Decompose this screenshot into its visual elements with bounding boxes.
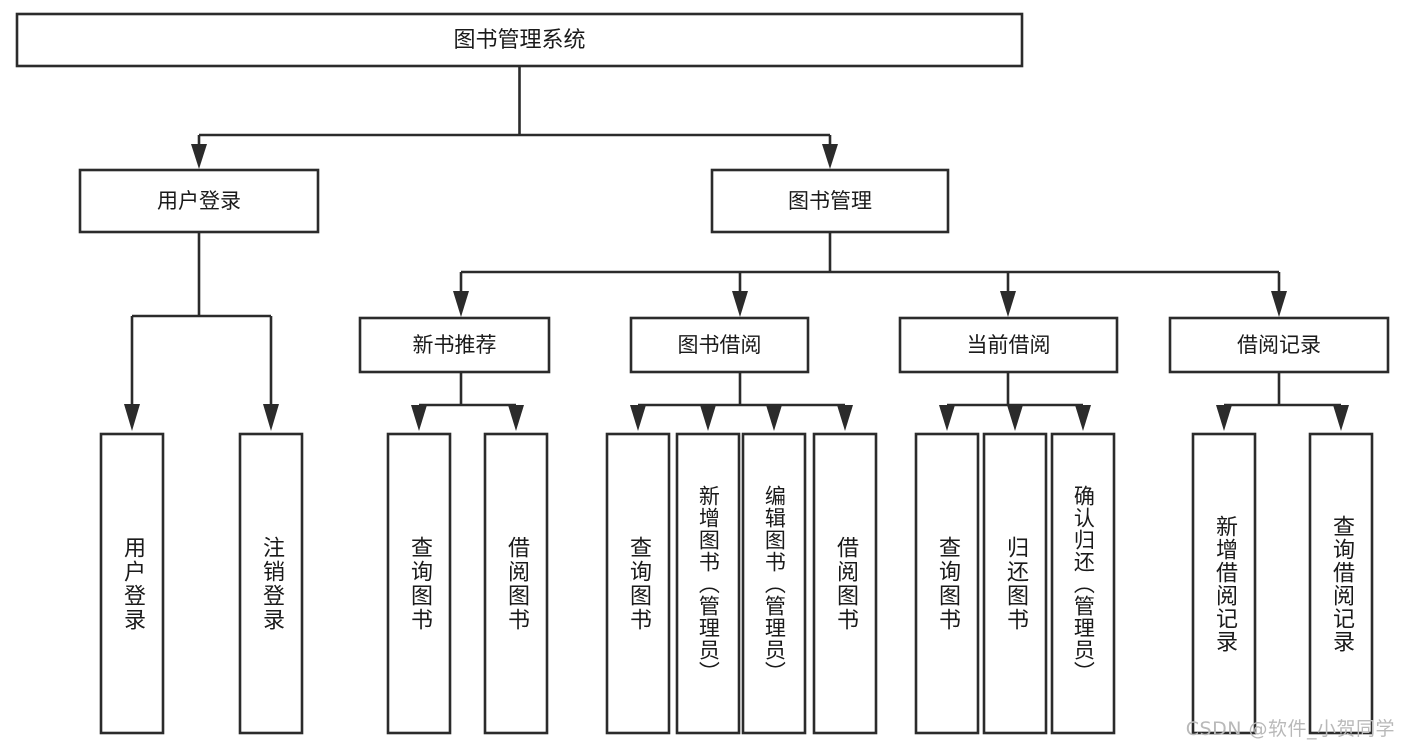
arrow-head-leaf-edit-book (766, 405, 782, 431)
node-leaf-user-login-box[interactable] (99, 432, 165, 735)
connector-group-root-to-level2 (191, 66, 838, 169)
arrow-head-book-manage (822, 144, 838, 169)
arrow-head-leaf-borrow-book-2 (837, 405, 853, 431)
node-leaf-query-book-3-box[interactable] (914, 432, 980, 735)
node-leaf-borrow-book-2-box[interactable] (812, 432, 878, 735)
arrow-head-leaf-confirm-return (1075, 405, 1091, 431)
arrow-head-leaf-user-login (124, 404, 140, 431)
node-borrow-record[interactable]: 借阅记录 (1168, 316, 1390, 374)
node-current-borrow-label: 当前借阅 (967, 333, 1051, 357)
node-current-borrow[interactable]: 当前借阅 (898, 316, 1119, 374)
arrow-head-leaf-logout (263, 404, 279, 431)
connector-group-user-login-to-leaves (124, 232, 279, 431)
node-current-borrow-box[interactable] (898, 316, 1119, 374)
arrow-head-leaf-return-book (1007, 405, 1023, 431)
node-book-manage[interactable]: 图书管理 (710, 168, 950, 234)
node-new-book-recommend[interactable]: 新书推荐 (358, 316, 551, 374)
node-book-borrow-label: 图书借阅 (678, 333, 762, 357)
node-root-label: 图书管理系统 (453, 28, 585, 53)
arrow-head-current-borrow (1000, 291, 1016, 317)
arrow-head-new-book-recommend (453, 291, 469, 317)
connector-group-book-borrow-to-leaves (630, 372, 853, 431)
node-borrow-record-box[interactable] (1168, 316, 1390, 374)
node-root[interactable]: 图书管理系统 (15, 12, 1024, 68)
arrow-head-leaf-query-book-2 (630, 405, 646, 431)
node-leaf-borrow-book-1-box[interactable] (483, 432, 549, 735)
arrow-head-leaf-add-book (700, 405, 716, 431)
node-leaf-return-book-box[interactable] (982, 432, 1048, 735)
arrow-head-leaf-query-book-1 (411, 405, 427, 431)
node-book-manage-label: 图书管理 (788, 189, 872, 213)
connector-group-borrow-record-to-leaves (1216, 372, 1349, 431)
node-new-book-recommend-label: 新书推荐 (413, 333, 497, 357)
arrow-head-leaf-query-record (1333, 405, 1349, 431)
node-leaf-query-record-box[interactable] (1308, 432, 1374, 735)
node-root-box[interactable] (15, 12, 1024, 68)
node-leaf-confirm-return-box[interactable] (1050, 432, 1116, 735)
arrow-head-borrow-record (1271, 291, 1287, 317)
node-leaf-add-record-box[interactable] (1191, 432, 1257, 735)
arrow-head-book-borrow (732, 291, 748, 317)
node-book-borrow[interactable]: 图书借阅 (629, 316, 810, 374)
node-book-borrow-box[interactable] (629, 316, 810, 374)
node-book-manage-box[interactable] (710, 168, 950, 234)
node-user-login-label: 用户登录 (157, 189, 241, 213)
connector-group-book-manage-to-level3 (453, 232, 1287, 317)
arrow-head-leaf-borrow-book-1 (508, 405, 524, 431)
csdn-watermark: CSDN @软件_小贺同学 (1185, 718, 1395, 740)
connector-group-current-borrow-to-leaves (939, 372, 1091, 431)
arrow-head-leaf-add-record (1216, 405, 1232, 431)
connector-group-new-book-recommend-to-leaves (411, 372, 524, 431)
node-borrow-record-label: 借阅记录 (1237, 333, 1321, 357)
arrow-head-leaf-query-book-3 (939, 405, 955, 431)
node-user-login-box[interactable] (78, 168, 320, 234)
node-leaf-logout-box[interactable] (238, 432, 304, 735)
arrow-head-user-login (191, 144, 207, 169)
node-leaf-edit-book-box[interactable] (741, 432, 807, 735)
node-new-book-recommend-box[interactable] (358, 316, 551, 374)
node-user-login[interactable]: 用户登录 (78, 168, 320, 234)
node-leaf-add-book-box[interactable] (675, 432, 741, 735)
node-leaf-query-book-1-box[interactable] (386, 432, 452, 735)
node-leaf-query-book-2-box[interactable] (605, 432, 671, 735)
